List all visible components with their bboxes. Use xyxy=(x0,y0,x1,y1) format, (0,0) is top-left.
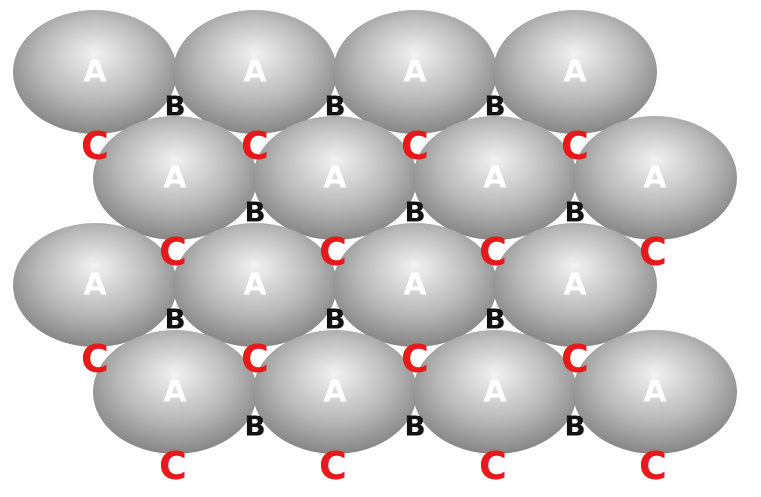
hook-c: C xyxy=(81,124,109,168)
hook-c: C xyxy=(561,124,589,168)
sphere-body xyxy=(13,223,177,347)
hook-c: C xyxy=(401,124,429,168)
sphere-label-a: A xyxy=(483,375,507,410)
sphere-a: A xyxy=(413,116,577,240)
sphere-label-a: A xyxy=(163,375,187,410)
sphere-body xyxy=(333,223,497,347)
sphere-body xyxy=(333,10,497,134)
hook-c: C xyxy=(561,337,589,381)
sphere-a: A xyxy=(493,223,657,347)
sphere-label-a: A xyxy=(323,375,347,410)
sphere-a: A xyxy=(333,223,497,347)
hook-c: C xyxy=(319,230,347,274)
sphere-body xyxy=(173,223,337,347)
sphere-label-a: A xyxy=(243,55,267,90)
sphere-a: A xyxy=(493,10,657,134)
hook-c: C xyxy=(159,444,187,488)
hook-c: C xyxy=(319,444,347,488)
sphere-label-a: A xyxy=(83,268,107,303)
hook-c: C xyxy=(241,124,269,168)
sphere-body xyxy=(253,116,417,240)
sphere-body xyxy=(173,10,337,134)
sphere-a: A xyxy=(573,116,737,240)
sphere-body xyxy=(493,223,657,347)
hook-c: C xyxy=(159,230,187,274)
sphere-body xyxy=(93,116,257,240)
sphere-label-a: A xyxy=(163,161,187,196)
sphere-a: A xyxy=(13,223,177,347)
sphere-a: A xyxy=(253,116,417,240)
linker-b: B xyxy=(244,410,265,443)
hook-c: C xyxy=(639,444,667,488)
sphere-label-a: A xyxy=(643,375,667,410)
sphere-label-a: A xyxy=(83,55,107,90)
sphere-layer: A A A A A A A A A A A A A A A A xyxy=(13,10,737,454)
linker-b: B xyxy=(404,196,425,229)
linker-b: B xyxy=(404,410,425,443)
sphere-a: A xyxy=(333,10,497,134)
linker-b: B xyxy=(564,410,585,443)
sphere-label-a: A xyxy=(403,55,427,90)
hook-c: C xyxy=(401,337,429,381)
sphere-a: A xyxy=(413,330,577,454)
hook-c: C xyxy=(479,444,507,488)
sphere-label-a: A xyxy=(563,268,587,303)
sphere-label-a: A xyxy=(323,161,347,196)
sphere-label-a: A xyxy=(403,268,427,303)
linker-b: B xyxy=(484,90,505,123)
hook-c: C xyxy=(241,337,269,381)
sphere-a: A xyxy=(573,330,737,454)
linker-b: B xyxy=(164,303,185,336)
sphere-a: A xyxy=(93,116,257,240)
linker-b: B xyxy=(164,90,185,123)
sphere-body xyxy=(253,330,417,454)
linker-b: B xyxy=(324,303,345,336)
sphere-a: A xyxy=(13,10,177,134)
sphere-label-a: A xyxy=(243,268,267,303)
sphere-body xyxy=(93,330,257,454)
sphere-a: A xyxy=(173,223,337,347)
hook-c: C xyxy=(639,230,667,274)
linker-b: B xyxy=(484,303,505,336)
sphere-a: A xyxy=(93,330,257,454)
sphere-label-a: A xyxy=(563,55,587,90)
hook-c: C xyxy=(479,230,507,274)
sphere-a: A xyxy=(253,330,417,454)
sphere-a: A xyxy=(173,10,337,134)
hook-c: C xyxy=(81,337,109,381)
sphere-body xyxy=(413,330,577,454)
sphere-body xyxy=(13,10,177,134)
linker-b: B xyxy=(564,196,585,229)
sphere-body xyxy=(493,10,657,134)
sphere-body xyxy=(573,116,737,240)
sphere-label-a: A xyxy=(643,161,667,196)
sphere-label-a: A xyxy=(483,161,507,196)
sphere-body xyxy=(573,330,737,454)
linker-b: B xyxy=(324,90,345,123)
linker-b: B xyxy=(244,196,265,229)
sphere-body xyxy=(413,116,577,240)
